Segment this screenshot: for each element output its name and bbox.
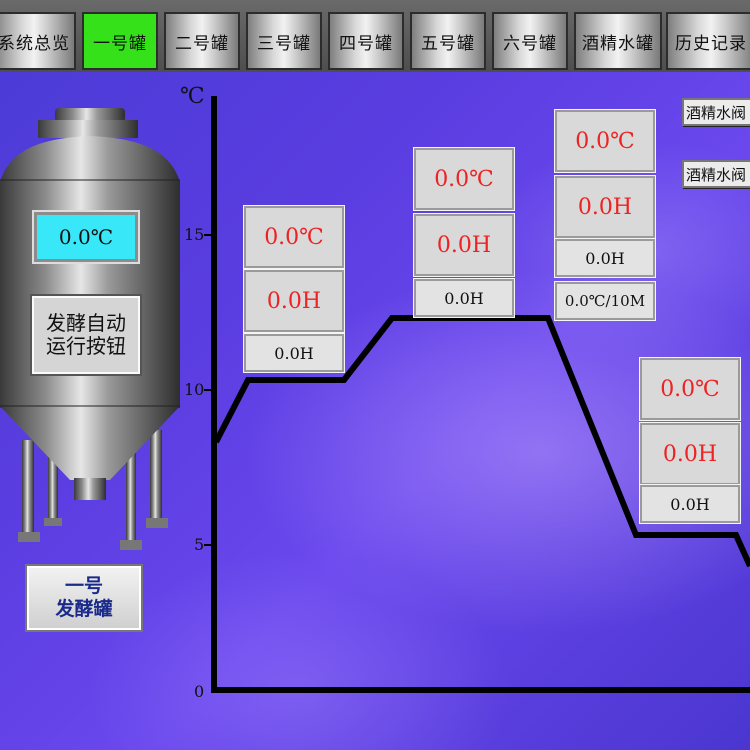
stage2-hours-setpoint[interactable]: 0.0H	[413, 213, 515, 277]
stage1-hours-setpoint[interactable]: 0.0H	[243, 269, 345, 333]
stage1-temp-setpoint[interactable]: 0.0℃	[243, 205, 345, 269]
tank-illustration	[0, 108, 180, 550]
tab-tank-6[interactable]: 六号罐	[492, 12, 568, 70]
auto-run-label-line1: 发酵自动	[46, 311, 126, 335]
tank-name-line2: 发酵罐	[55, 598, 113, 620]
y-tick-label: 0	[194, 682, 205, 701]
tank-temperature-display: 0.0℃	[32, 210, 140, 264]
stage2-elapsed-hours: 0.0H	[413, 278, 515, 318]
tab-tank-3[interactable]: 三号罐	[246, 12, 322, 70]
y-tick-label: 5	[194, 535, 205, 554]
tank-name-line1: 一号	[64, 575, 103, 597]
tab-history[interactable]: 历史记录	[666, 12, 750, 70]
tab-tank-5[interactable]: 五号罐	[410, 12, 486, 70]
stage3-cooling-rate[interactable]: 0.0℃/10M	[554, 281, 656, 321]
y-axis-unit-label: ℃	[180, 84, 205, 109]
stage4-elapsed-hours: 0.0H	[639, 484, 741, 524]
auto-run-label-line2: 运行按钮	[46, 334, 126, 358]
stage4-hours-setpoint[interactable]: 0.0H	[639, 422, 741, 486]
top-nav-bar: 系统总览 一号罐 二号罐 三号罐 四号罐 五号罐 六号罐 酒精水罐 历史记录	[0, 0, 750, 72]
stage4-temp-setpoint[interactable]: 0.0℃	[639, 357, 741, 421]
alcohol-water-valve-button-1[interactable]: 酒精水阀	[682, 98, 750, 126]
tab-alcohol-water-tank[interactable]: 酒精水罐	[574, 12, 662, 70]
tab-system-overview[interactable]: 系统总览	[0, 12, 76, 70]
fermentation-auto-run-button[interactable]: 发酵自动 运行按钮	[30, 294, 142, 376]
temperature-profile-line	[213, 315, 750, 568]
stage2-temp-setpoint[interactable]: 0.0℃	[413, 147, 515, 211]
tab-tank-2[interactable]: 二号罐	[164, 12, 240, 70]
tab-tank-4[interactable]: 四号罐	[328, 12, 404, 70]
alcohol-water-valve-button-2[interactable]: 酒精水阀	[682, 160, 750, 188]
y-tick-label: 10	[184, 380, 205, 399]
stage3-hours-setpoint[interactable]: 0.0H	[554, 175, 656, 239]
y-tick-label: 15	[184, 225, 205, 244]
stage3-temp-setpoint[interactable]: 0.0℃	[554, 109, 656, 173]
tab-tank-1[interactable]: 一号罐	[82, 12, 158, 70]
stage3-elapsed-hours: 0.0H	[554, 238, 656, 278]
stage1-elapsed-hours: 0.0H	[243, 333, 345, 373]
fermentation-tank: 0.0℃ 发酵自动 运行按钮	[0, 100, 190, 560]
tank-name-plate: 一号 发酵罐	[25, 564, 143, 632]
